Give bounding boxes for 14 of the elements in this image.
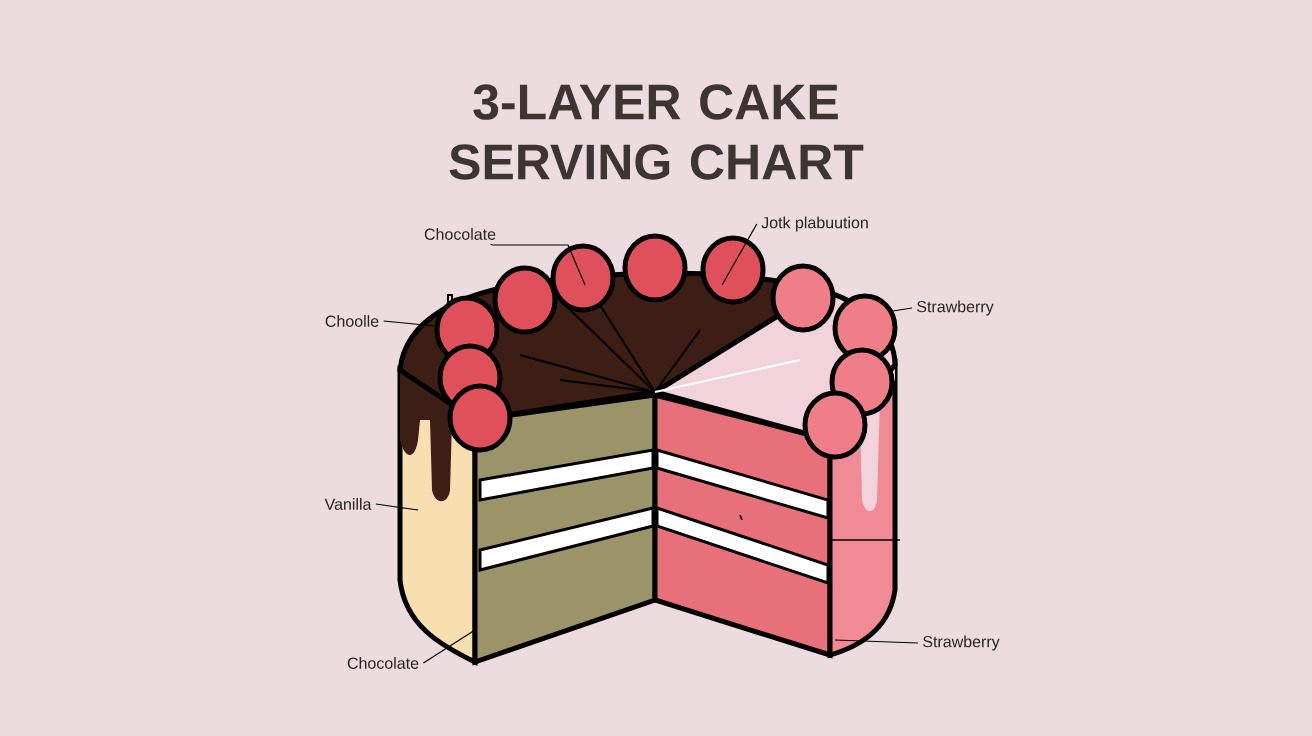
label-text: Jotk plabuution: [761, 216, 868, 232]
leader-line: [422, 629, 476, 664]
label-text: Chocolate: [347, 657, 419, 669]
label-text: Strawberry: [923, 635, 1000, 651]
label-text: Choolle: [325, 315, 379, 327]
leader-line: [892, 307, 913, 312]
leader-line: [834, 639, 919, 644]
title: 3-LAYER CAKE SERVING CHART: [449, 84, 864, 180]
leader-line: [375, 503, 419, 511]
leader-line: [489, 243, 586, 286]
label-text: Chocolate: [424, 228, 496, 240]
label-text: Vanilla: [324, 498, 372, 510]
leader-line: [382, 320, 436, 327]
label-text: Strawberry: [917, 300, 994, 316]
